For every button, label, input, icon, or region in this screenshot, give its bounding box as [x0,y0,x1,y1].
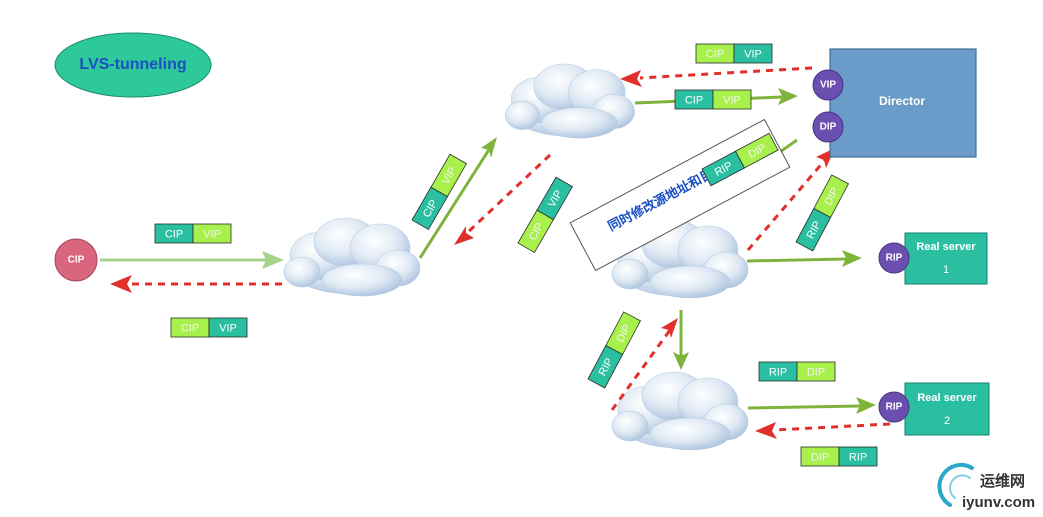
packet-field-label: CIP [706,49,724,61]
director-node: Director VIP DIP [812,48,977,158]
arrow-return-server2-up [610,329,672,411]
packet-field-label: VIP [744,49,762,61]
packet-label-client-out: CIP VIP [154,223,232,244]
packet-field-label: VIP [203,229,221,241]
packet-cell [735,132,779,169]
packet-cell [536,176,574,221]
arrow-return-to-director [746,159,827,251]
real-server-1-number: 1 [943,264,949,276]
packet-field-label: DIP [807,367,825,379]
real-server-1-node: Real server 1 RIP [878,232,988,285]
packet-label-rs2-return: DIP RIP [800,446,878,467]
packet-cell [796,361,836,382]
real-server-2-number: 2 [944,415,950,427]
packet-cell [192,223,232,244]
packet-label-rs2-out: RIP DIP [758,361,836,382]
packet-field-label: VIP [723,95,741,107]
packet-label-client-return: CIP VIP [170,317,248,338]
client-label: CIP [68,255,85,266]
real-server-2-rip-port: RIP [886,402,903,413]
arrow-cloud-up [418,147,492,259]
arrow-return-cloud-down [465,153,552,235]
packet-cell [208,317,248,338]
arrow-return-from-server2 [774,422,891,432]
real-server-1-name: Real server [916,241,976,253]
packet-cell [605,311,641,355]
diagram-title: LVS-tunneling [79,56,186,73]
packet-cell [838,446,878,467]
packet-label-to-director: CIP VIP [674,89,752,110]
watermark-logo-icon [937,462,974,507]
cloud-server2-side [611,371,749,451]
packet-cell [430,153,468,198]
return-arrows [110,66,891,439]
packet-label-from-director: CIP VIP [695,43,773,64]
packet-cell [733,43,773,64]
packet-cell [712,89,752,110]
director-vip-port: VIP [820,80,836,91]
client-node: CIP [54,238,98,282]
packet-field-label: CIP [181,323,199,335]
site-watermark: 运维网 iyunv.com [937,462,1035,511]
real-server-2-name: Real server [917,392,977,404]
arrow-to-real-server-1 [746,257,847,263]
packet-field-label: CIP [165,229,183,241]
arrow-return-from-director [639,66,813,80]
real-server-2-node: Real server 2 RIP [878,382,990,436]
cloud-client-side [283,217,421,297]
packet-field-label: CIP [685,95,703,107]
title-badge: LVS-tunneling [54,32,212,98]
director-dip-port: DIP [820,122,837,133]
watermark-url: iyunv.com [962,494,1035,511]
packet-cell [813,174,849,218]
packet-field-label: DIP [811,452,829,464]
packet-field-label: RIP [849,452,867,464]
real-server-1-rip-port: RIP [886,253,903,264]
arrow-to-real-server-2 [747,404,861,410]
packet-field-label: RIP [769,367,787,379]
director-label: Director [879,94,925,108]
cloud-director-side [504,63,636,139]
watermark-brand: 运维网 [980,472,1025,490]
packet-field-label: VIP [219,323,237,335]
